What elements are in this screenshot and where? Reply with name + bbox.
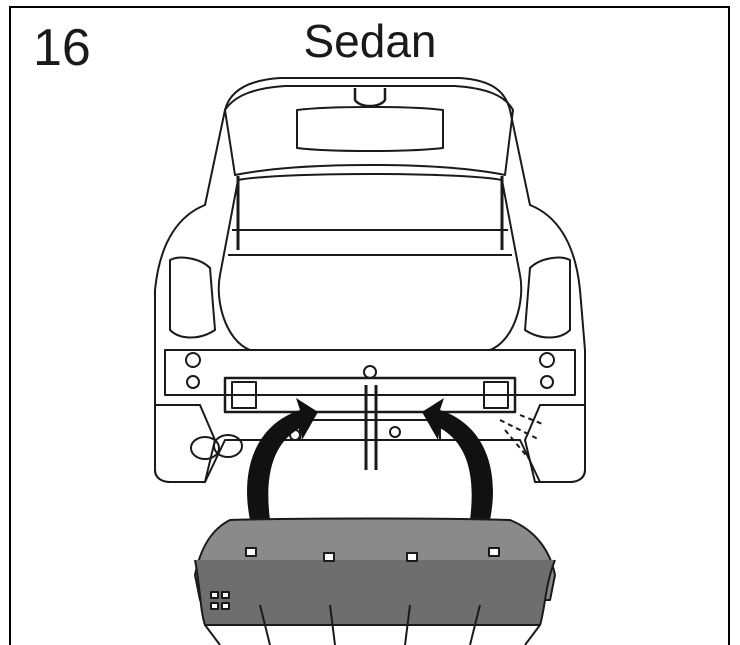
install-arrow-left <box>247 398 318 520</box>
diagram-frame <box>9 6 730 645</box>
car-rear-view <box>154 77 586 483</box>
step-number: 16 <box>33 19 91 77</box>
rear-bumper-cover <box>194 517 556 645</box>
vehicle-type-title: Sedan <box>303 15 437 67</box>
install-arrow-right <box>422 398 493 520</box>
